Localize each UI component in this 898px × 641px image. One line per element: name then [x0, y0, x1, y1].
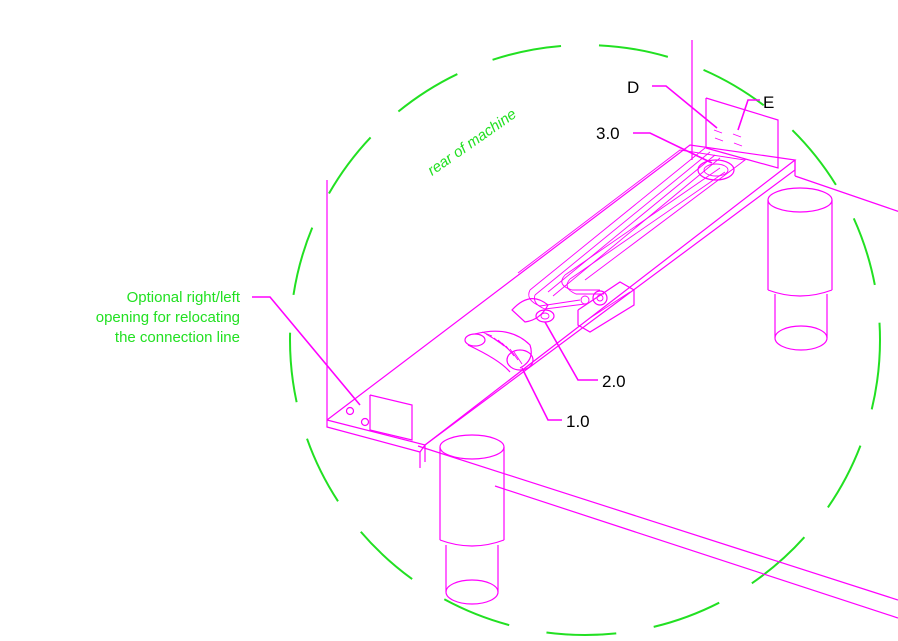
optional-opening-note-line3: the connection line — [115, 329, 240, 346]
pipe-run — [528, 147, 726, 310]
label-3-0: 3.0 — [596, 124, 620, 143]
valve-block — [577, 281, 635, 333]
leader-lines — [252, 85, 760, 421]
label-d: D — [627, 78, 639, 97]
machine-frame — [326, 40, 898, 619]
connection-beam — [326, 97, 797, 468]
caster-foot-right — [767, 187, 833, 351]
flex-hose-1-0 — [464, 330, 534, 373]
detail-circle — [289, 44, 881, 636]
rear-of-machine-note: rear of machine — [425, 106, 520, 180]
label-2-0: 2.0 — [602, 372, 626, 391]
optional-opening-note-line1: Optional right/left — [127, 289, 241, 306]
caster-foot-left — [439, 434, 505, 605]
optional-opening-note-line2: opening for relocating — [96, 309, 240, 326]
label-1-0: 1.0 — [566, 412, 590, 431]
label-e: E — [763, 93, 774, 112]
fitting-3-0 — [697, 159, 735, 181]
